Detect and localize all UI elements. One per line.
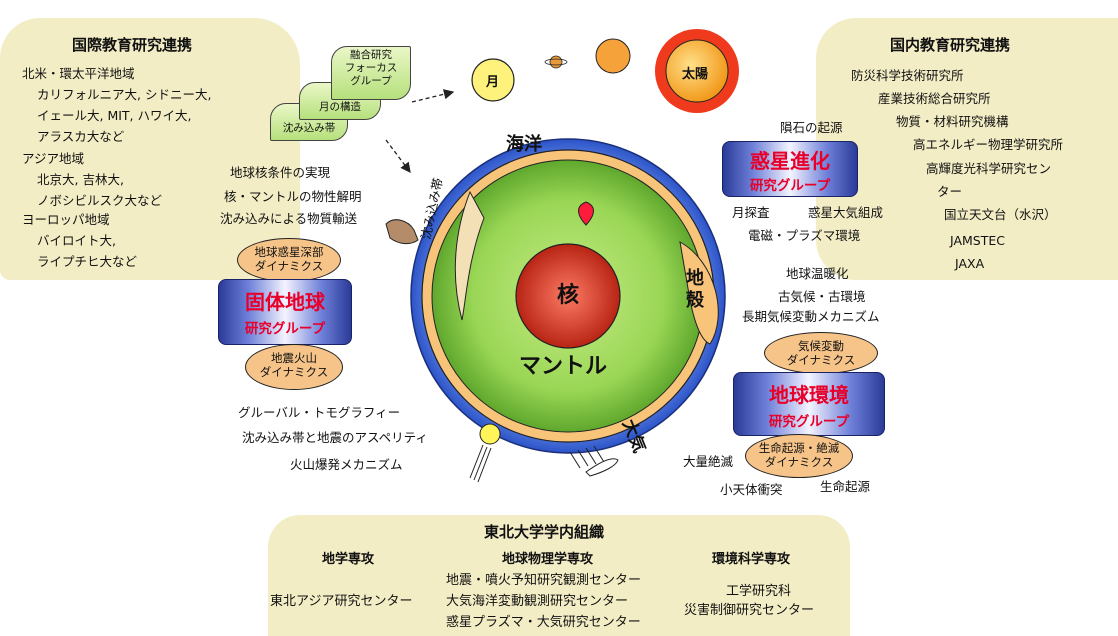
center-label: 地震・噴火予知研究観測センター	[446, 573, 642, 588]
domestic-line: 物質・材料研究機構	[896, 114, 1009, 129]
env-topic: 長期気候変動メカニズム	[742, 309, 880, 324]
international-panel	[0, 18, 300, 280]
earth-icon	[385, 138, 726, 454]
solid-bottom-topic: 沈み込み帯と地震のアスペリティ	[242, 430, 428, 445]
domestic-line: ター	[937, 184, 963, 199]
domestic-line: 防災科学技術研究所	[851, 68, 964, 83]
environment-group-name: 地球環境	[769, 383, 849, 407]
tohoku-panel	[268, 515, 850, 636]
moon-icon	[471, 58, 515, 102]
intl-line: イェール大, MIT, ハワイ大,	[37, 108, 192, 123]
core-label: 核	[557, 283, 580, 308]
intl-line: カリフォルニア大, シドニー大,	[37, 87, 212, 102]
env-topic: 地球温暖化	[786, 266, 849, 281]
dept-label: 地学専攻	[322, 552, 375, 567]
climate-dynamics-badge: 気候変動 ダイナミクス	[764, 332, 878, 374]
life-origin-badge: 生命起源・絶滅 ダイナミクス	[745, 434, 853, 478]
intl-line: 北京大, 吉林大,	[37, 172, 124, 187]
crust-label: 地殻	[686, 268, 704, 311]
domestic-line: JAMSTEC	[950, 233, 1005, 248]
solid-topic: 沈み込みによる物質輸送	[220, 211, 358, 226]
planetary-group-box: 惑星進化 研究グループ	[722, 141, 858, 197]
env-extra: 小天体衝突	[720, 482, 783, 497]
planetary-group-sub: 研究グループ	[749, 178, 831, 194]
intl-line: ライプチヒ大など	[37, 254, 138, 269]
mantle-label: マントル	[519, 354, 608, 379]
planet-top-topic: 隕石の起源	[780, 120, 843, 135]
solid-topic: 核・マントルの物性解明	[224, 189, 362, 204]
saturn-icon	[544, 55, 568, 69]
domestic-line: 高輝度光科学研究セン	[926, 161, 1052, 176]
intl-line: アジア地域	[22, 151, 85, 166]
deep-dynamics-badge: 地球惑星深部 ダイナミクス	[237, 238, 341, 282]
environment-group-sub: 研究グループ	[768, 414, 850, 430]
solid-bottom-topic: グルーバル・トモグラフィー	[238, 405, 401, 420]
dept-label: 地球物理学専攻	[502, 552, 594, 567]
intl-line: ヨーロッパ地域	[22, 212, 110, 227]
intl-line: アラスカ大など	[37, 129, 125, 144]
intl-line: ノボシビルスク大など	[37, 193, 163, 208]
domestic-line: 産業技術総合研究所	[878, 91, 991, 106]
moon-label: 月	[486, 75, 500, 90]
seismic-volcanic-badge: 地震火山 ダイナミクス	[245, 344, 343, 390]
solid-earth-group-sub: 研究グループ	[244, 321, 326, 337]
environment-group-box: 地球環境 研究グループ	[733, 372, 885, 436]
sun-icon	[655, 29, 739, 113]
focus-group-tag: 融合研究 フォーカス グループ	[331, 46, 411, 100]
dept-label: 環境科学専攻	[712, 552, 791, 567]
intl-line: 北米・環太平洋地域	[22, 66, 135, 81]
planetary-group-name: 惑星進化	[750, 149, 830, 173]
planet-icon	[595, 38, 631, 74]
solid-earth-group-name: 固体地球	[245, 290, 325, 314]
domestic-line: 国立天文台（水沢）	[944, 207, 1057, 222]
center-label: 惑星プラズマ・大気研究センター	[446, 615, 641, 630]
planet-topic: 惑星大気組成	[808, 205, 884, 220]
planet-topic: 月探査	[732, 205, 770, 220]
env-topic: 古気候・古環境	[778, 289, 866, 304]
center-label: 東北アジア研究センター	[270, 594, 413, 609]
domestic-panel	[816, 18, 1118, 280]
asteroid-icon	[469, 423, 501, 483]
solid-earth-group-box: 固体地球 研究グループ	[218, 279, 352, 345]
env-extra: 大量絶滅	[683, 454, 734, 469]
solid-bottom-topic: 火山爆発メカニズム	[290, 457, 403, 472]
sun-label: 太陽	[682, 67, 709, 82]
planet-topic: 電磁・プラズマ環境	[748, 228, 861, 243]
international-title: 国際教育研究連携	[72, 36, 193, 54]
domestic-line: 高エネルギー物理学研究所	[913, 137, 1064, 152]
intl-line: バイロイト大,	[37, 233, 116, 248]
center-label: 大気海洋変動観測研究センター	[446, 594, 629, 609]
center-label: 工学研究科	[726, 584, 792, 599]
env-extra: 生命起源	[820, 479, 871, 494]
solid-topic: 地球核条件の実現	[230, 165, 331, 180]
tohoku-title: 東北大学学内組織	[484, 523, 605, 541]
domestic-line: JAXA	[955, 256, 985, 271]
domestic-title: 国内教育研究連携	[890, 36, 1011, 54]
ocean-label: 海洋	[506, 134, 542, 155]
center-label: 災害制御研究センター	[684, 603, 815, 618]
